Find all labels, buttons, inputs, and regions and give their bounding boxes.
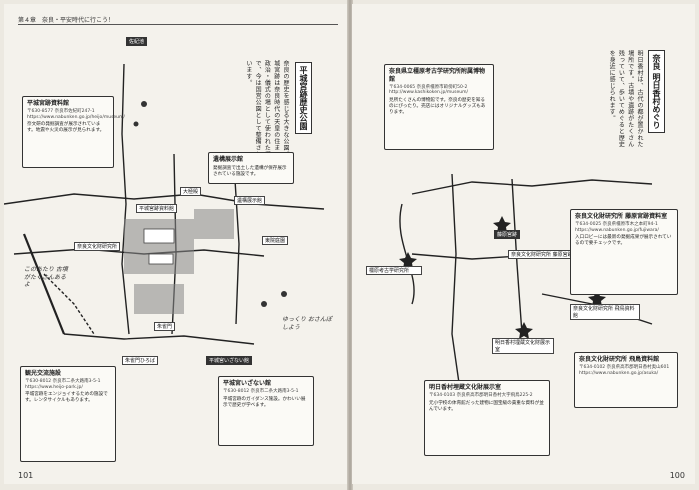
box-body: 平城宮跡をエンジョイするための施設です。レンタサイクルもあります。	[25, 392, 108, 404]
chapter-header: 第４章 奈良・平安時代に行こう！	[18, 15, 338, 25]
box-title: 明日香村埋蔵文化財展示室	[429, 384, 502, 391]
box-address: 〒634-0025 奈良県橿原市木之本町94-1	[575, 221, 658, 227]
info-box-asuka: 明日香村埋蔵文化財展示室 〒634-0103 奈良県高市郡明日香村大字飛鳥225…	[424, 380, 550, 456]
info-box-kouryukan: 観光交流施設 〒630-8012 奈良市二条大路南3-5-1 https://w…	[20, 366, 116, 462]
box-address: 〒634-0103 奈良県高市郡明日香村大字飛鳥225-2	[429, 392, 533, 398]
map-label-kashihara: 橿原考古学研究所	[366, 266, 422, 275]
map-label-4: 朱雀門	[154, 322, 176, 331]
info-box-iznaikan: 平城宮いざない館 〒630-8012 奈良市二条大路南3-5-1 平城宮跡のガイ…	[218, 376, 314, 446]
map-label-fujiwara: 藤原宮跡	[494, 230, 521, 239]
box-body: 発掘調査で出土した遺構が保存展示されている施設です。	[213, 165, 287, 177]
box-address: 〒630-8012 奈良市二条大路南3-5-1	[25, 378, 101, 384]
box-title: 平城宮跡資料館	[27, 100, 70, 107]
heijo-map	[4, 63, 325, 345]
left-section-title: 平城宮跡歴史公園	[295, 62, 312, 134]
map-label-1: 平城宮跡資料館	[136, 204, 178, 213]
right-intro-text: 明日香村は、古代の都が置かれた場所です。古墳や遺跡がたくさん残っていて、歩いてめ…	[608, 50, 643, 148]
box-title: 奈良文化財研究所 飛鳥資料館	[579, 356, 660, 363]
map-label-0: 佐紀池	[126, 37, 148, 46]
map-label-3: 大極殿	[180, 187, 202, 196]
box-url: http://www.kashikoken.jp/museum/	[389, 90, 468, 96]
box-url: https://www.nabunken.go.jp/heijo/museum/	[27, 114, 125, 120]
info-box-ikou: 遺構展示館 発掘調査で出土した遺構が保存展示されている施設です。	[208, 152, 294, 184]
right-page-number: 100	[669, 471, 685, 480]
box-title: 遺構展示館	[213, 156, 244, 163]
info-box-shiryokan: 平城宮跡資料館 〒630-8577 奈良市佐紀町247-1 https://ww…	[22, 96, 125, 168]
box-title: 観光交流施設	[25, 370, 62, 377]
info-box-fujiwara: 奈良文化財研究所 藤原宮跡資料室 〒634-0025 奈良県橿原市木之本町94-…	[570, 209, 678, 295]
box-title: 奈良県立橿原考古学研究所附属博物館	[389, 68, 486, 83]
map-label-7: 平城宮いざない館	[206, 356, 253, 365]
box-title: 奈良文化財研究所 藤原宮跡資料室	[575, 213, 668, 220]
box-url: https://www.nabunken.go.jp/fujiwara/	[575, 227, 659, 233]
map-label-2: 遺構展示館	[234, 196, 266, 205]
left-page: 第４章 奈良・平安時代に行こう！ 平城宮跡歴史公園 奈良の歴史を感じる大きな公園…	[4, 4, 349, 484]
map-label-6: 東院庭園	[262, 236, 289, 245]
box-address: 〒634-0065 奈良県橿原市畝傍町50-2	[389, 84, 468, 90]
chapter-title: 第４章 奈良・平安時代に行こう！	[18, 17, 115, 24]
hand-note-2: ゆっくり おさんぽしよう	[282, 316, 332, 331]
box-body: 奈文研の発掘調査が展示されていま す。地震や火災の展示が見られます。	[27, 122, 105, 134]
box-address: 〒630-8012 奈良市二条大路南3-5-1	[223, 388, 299, 394]
book-gutter	[347, 0, 353, 490]
map-label-asuka-tenji: 明日香村埋蔵文化財展示室	[492, 338, 554, 354]
map-label-8: 朱雀門ひろば	[122, 356, 159, 365]
right-section-title: 奈良 明日香村めぐり	[648, 50, 665, 133]
info-box-kashihara: 奈良県立橿原考古学研究所附属博物館 〒634-0065 奈良県橿原市畝傍町50-…	[384, 64, 494, 150]
box-body: 平城宮跡のガイダンス施設。かわいい展示で歴史が学べます。	[223, 396, 306, 408]
right-page: 奈良 明日香村めぐり 明日香村は、古代の都が置かれた場所です。古墳や遺跡がたくさ…	[352, 4, 695, 484]
map-label-5: 奈良文化財研究所	[74, 242, 121, 251]
map-label-asuka-shiryokan: 奈良文化財研究所 飛鳥資料館	[570, 304, 640, 320]
box-address: 〒630-8577 奈良市佐紀町247-1	[27, 108, 95, 114]
box-url: https://www.nabunken.go.jp/asuka/	[579, 370, 659, 376]
left-page-number: 101	[18, 471, 34, 480]
box-url: https://www.heijo-park.jp/	[25, 384, 83, 390]
box-title: 平城宮いざない館	[223, 380, 272, 387]
box-body: 元小学校の体育館だった建物に国宝級の貴重な資料が並んでいます。	[429, 400, 544, 412]
left-intro-text: 奈良の歴史を感じる大きな公園。平城宮跡は奈良時代の天皇の住まいや政治・儀式の場と…	[244, 60, 289, 164]
hand-note-1: このあたり 古墳がたくさんあるよ	[24, 266, 68, 288]
info-box-asuka-shiryokan: 奈良文化財研究所 飛鳥資料館 〒634-0102 奈良県高市郡明日香村奥山601…	[574, 352, 678, 408]
box-body: 入口ロビーには最新の発掘成果が展示されているので要チェックです。	[575, 235, 672, 247]
box-body: 見所たくさんの博物館です。奈良の歴史を知るのにぴったり。売店にはオリジナルグッズ…	[389, 98, 486, 116]
box-address: 〒634-0102 奈良県高市郡明日香村奥山601	[579, 364, 670, 370]
